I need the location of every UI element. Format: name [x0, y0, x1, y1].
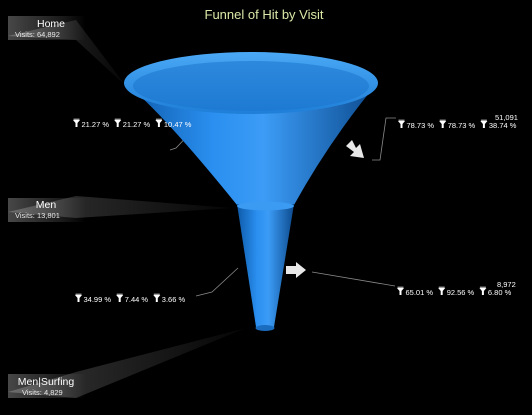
pct-value: 6.80 % — [488, 288, 512, 297]
stage-label-men: Men Visits: 13,801 — [8, 198, 86, 222]
stage-label-box — [8, 374, 86, 398]
pct-row-home-exit: 78.73 % 78.73 % 38.74 % — [398, 119, 517, 130]
leader-line-men-continue — [195, 267, 239, 297]
pct-value: 3.66 % — [162, 295, 186, 304]
stage-label-box — [8, 16, 86, 40]
pct-value: 65.01 % — [406, 288, 434, 297]
stage-visits: Visits: 64,892 — [15, 30, 60, 39]
stage-name: Men|Surfing — [18, 376, 75, 388]
exit-arrow-icon-2 — [286, 262, 306, 278]
funnel-neck — [237, 204, 294, 330]
funnel-filter-icon — [398, 119, 405, 128]
pct-value: 21.27 % — [123, 120, 151, 129]
funnel-filter-icon — [480, 119, 488, 128]
funnel-filter-icon — [75, 293, 82, 302]
stage-label-home: Home Visits: 64,892 — [8, 16, 86, 40]
exit-count-home: 51,091 — [495, 113, 518, 122]
exit-count-men: 8,972 — [497, 280, 516, 289]
funnel-rim-inner — [133, 61, 369, 111]
pct-row-home-continue: 21.27 % 21.27 % 10.47 % — [73, 118, 192, 129]
pct-value: 78.73 % — [448, 121, 476, 130]
funnel-filter-icon — [439, 119, 447, 128]
funnel-filter-icon — [397, 286, 404, 295]
pct-value: 10.47 % — [164, 120, 192, 129]
pct-value: 92.56 % — [447, 288, 475, 297]
stage-name: Home — [37, 18, 65, 30]
stage-label-box — [8, 198, 86, 222]
stage-visits: Visits: 4,829 — [22, 388, 63, 397]
pct-value: 7.44 % — [125, 295, 149, 304]
pct-value: 21.27 % — [82, 120, 110, 129]
leader-line-home-exit — [372, 117, 396, 161]
leader-line-men-exit — [311, 271, 396, 287]
funnel-cone — [124, 82, 378, 205]
pct-value: 78.73 % — [407, 121, 435, 130]
funnel-filter-icon — [155, 118, 163, 127]
pct-row-men-continue: 34.99 % 7.44 % 3.66 % — [75, 293, 186, 304]
pct-row-men-exit: 65.01 % 92.56 % 6.80 % — [397, 286, 512, 297]
funnel-filter-icon — [116, 293, 124, 302]
funnel-filter-icon — [479, 286, 487, 295]
stage-label-men-surfing: Men|Surfing Visits: 4,829 — [8, 374, 86, 398]
funnel-filter-icon — [73, 118, 80, 127]
chart-title: Funnel of Hit by Visit — [205, 7, 324, 22]
funnel-neck-joint — [237, 201, 294, 211]
funnel-filter-icon — [114, 118, 122, 127]
stage-visits: Visits: 13,801 — [15, 211, 60, 220]
exit-arrow-icon-1 — [346, 140, 364, 158]
pct-value: 34.99 % — [84, 295, 112, 304]
stage-name: Men — [36, 199, 57, 211]
funnel-spout — [255, 325, 275, 331]
funnel-shape — [124, 52, 378, 331]
funnel-filter-icon — [438, 286, 446, 295]
funnel-filter-icon — [153, 293, 161, 302]
pct-value: 38.74 % — [489, 121, 517, 130]
